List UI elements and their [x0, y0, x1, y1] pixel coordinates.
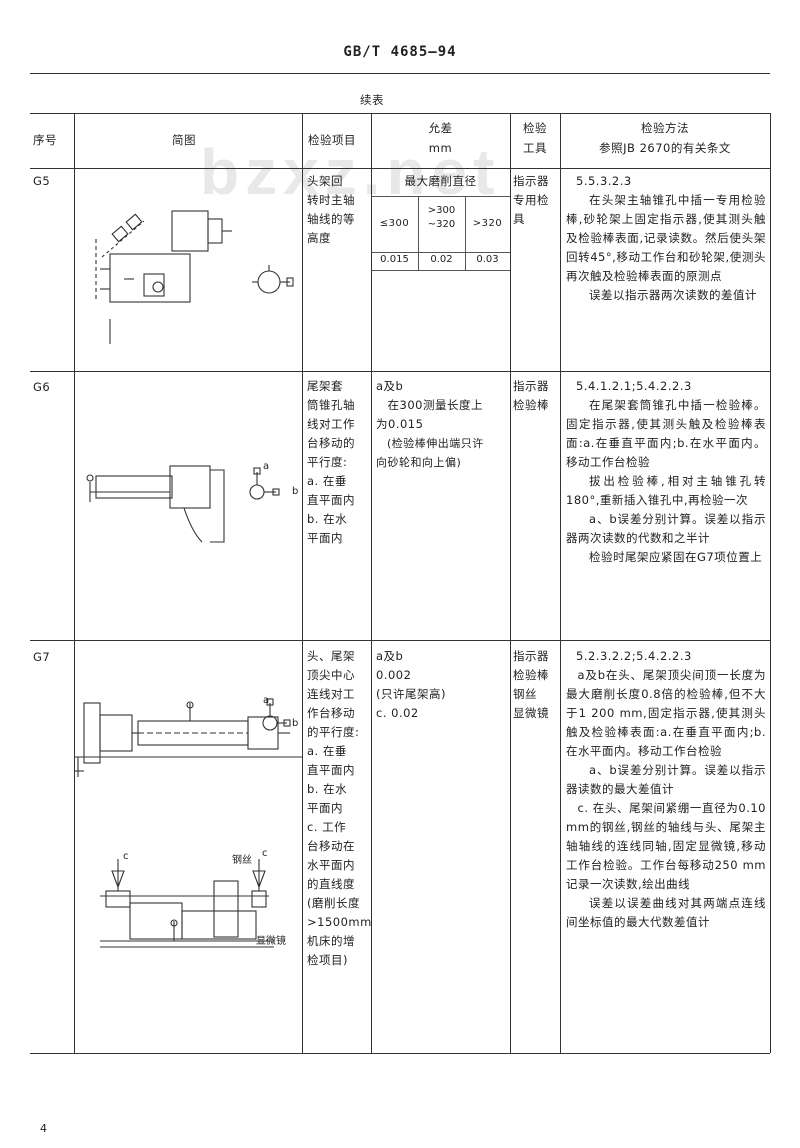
col-header-tolerance: 允差: [428, 121, 453, 135]
tolerance-text: a及b 在300测量长度上 为0.015 (检验棒伸出端只许 向砂轮和向上偏): [376, 379, 484, 469]
col-divider: [302, 113, 303, 1053]
check-method: 5.4.1.2.1;5.4.2.2.3 在尾架套筒锥孔中插一检验棒。固定指示器,…: [566, 379, 766, 564]
col-header-method-ref: 参照JB 2670的有关条文: [599, 141, 731, 155]
col-header-tools: 检验: [523, 121, 547, 135]
col-divider: [371, 113, 372, 1053]
diagram-label: 钢丝: [232, 855, 252, 866]
diagram-label: a: [263, 461, 270, 472]
col-header-item: 检验项目: [308, 133, 356, 147]
header-rule: [30, 73, 770, 74]
tolerance-value: 0.015: [380, 254, 409, 265]
row-number: G7: [33, 650, 51, 664]
tolerance-col-label: ≤300: [379, 218, 410, 229]
tol-subrule: [371, 196, 510, 197]
tolerance-value: 0.03: [476, 254, 499, 265]
col-divider: [510, 113, 511, 1053]
col-divider: [560, 113, 561, 1053]
tol-subrule: [371, 270, 510, 271]
diagram-label: 显微镜: [256, 936, 286, 947]
col-header-diagram: 简图: [172, 133, 196, 147]
diagram-label: c: [123, 851, 129, 862]
diagram-label: b: [292, 718, 299, 729]
tolerance-col-label: >300 ~320: [427, 205, 456, 230]
g5-diagram: [95, 210, 294, 344]
tolerance-header: 最大磨削直径: [404, 174, 477, 188]
tolerance-value: 0.02: [430, 254, 453, 265]
tol-subcol: [465, 196, 466, 270]
tol-subcol: [418, 196, 419, 270]
diagram-label: c: [262, 848, 268, 859]
g6-diagram: [86, 465, 280, 543]
page-number: 4: [40, 1122, 47, 1135]
table-bottom-rule: [30, 1053, 770, 1054]
col-header-method: 检验方法: [641, 121, 689, 135]
tol-subrule: [371, 252, 510, 253]
col-divider: [74, 113, 75, 1053]
table-caption: 续表: [360, 93, 384, 107]
table-top-rule: [30, 113, 770, 114]
row-number: G6: [33, 380, 51, 394]
check-method: 5.2.3.2.2;5.4.2.2.3 a及b在头、尾架顶尖间顶一长度为最大磨削…: [566, 649, 766, 929]
row-g5-bottom: [30, 371, 770, 372]
check-item: 头架回转时主轴轴线的等高度: [307, 174, 355, 245]
check-tools: 指示器检验棒: [513, 379, 549, 412]
document-header: GB/T 4685—94: [343, 44, 457, 60]
check-tools: 指示器检验棒钢丝显微镜: [513, 649, 549, 720]
col-header-tools2: 工具: [523, 141, 547, 155]
col-divider: [770, 113, 771, 1053]
col-header-no: 序号: [33, 133, 57, 147]
row-g6-bottom: [30, 640, 770, 641]
tolerance-col-label: >320: [472, 218, 503, 229]
table-header-rule: [30, 168, 770, 169]
col-header-tolerance-unit: mm: [428, 141, 453, 155]
check-tools: 指示器专用检具: [513, 174, 549, 226]
tolerance-text: a及b 0.002 (只许尾架高) c. 0.02: [376, 649, 446, 720]
diagram-label: b: [292, 486, 299, 497]
check-method: 5.5.3.2.3 在头架主轴锥孔中插一专用检验棒,砂轮架上固定指示器,使其测头…: [566, 174, 766, 302]
diagram-label: a: [263, 695, 270, 706]
row-number: G5: [33, 174, 51, 188]
g7-diagram: [74, 698, 302, 948]
